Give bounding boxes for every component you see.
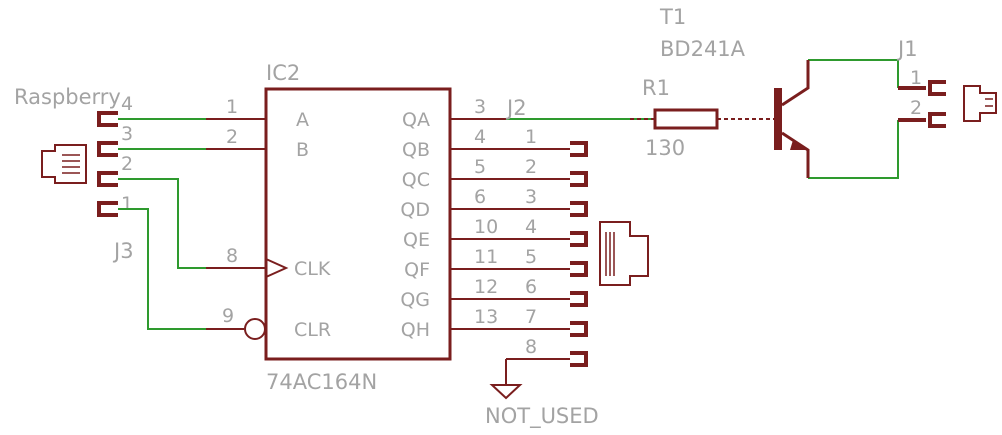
j3-pad-3	[97, 141, 118, 157]
clr-inversion-bubble	[244, 318, 266, 340]
resistor-r1: R1 130	[630, 76, 776, 160]
j1-pin-2: 2	[910, 97, 922, 119]
j2-pad-2	[570, 171, 588, 187]
ic2-pin-4: 4	[474, 126, 486, 148]
j3-pin-3: 3	[121, 123, 133, 145]
j2-pad-7	[570, 321, 588, 337]
j3-pad-2	[97, 171, 118, 187]
j2-pad-8	[570, 351, 588, 367]
connector-j1: J1 1 2	[896, 37, 997, 128]
j1-pin-1: 1	[910, 67, 922, 89]
ic2-label-qf: QF	[404, 259, 430, 281]
j2-pad-6	[570, 291, 588, 307]
ic2-label-qg: QG	[400, 289, 430, 311]
rj-jack-icon	[599, 221, 649, 286]
ground-label: NOT_USED	[485, 404, 599, 429]
ic2-label-b: B	[296, 139, 309, 161]
net-collector-j1	[808, 59, 899, 88]
ic2-pin-12: 12	[474, 276, 498, 298]
j3-name: J3	[112, 239, 134, 263]
j3-pad-1	[97, 201, 118, 217]
j3-caption: Raspberry	[14, 85, 121, 109]
ic2-pin-5: 5	[474, 156, 486, 178]
ic2-name: IC2	[266, 61, 300, 85]
j3-pin-1: 1	[121, 193, 133, 215]
transistor-base-bar	[774, 88, 782, 150]
j3-pin-4: 4	[121, 93, 133, 115]
ic2-label-qc: QC	[402, 169, 430, 191]
j2-pad-5	[570, 261, 588, 277]
j2-pad-3	[570, 201, 588, 217]
net-clk	[118, 178, 266, 269]
j1-leads	[898, 86, 926, 122]
connector-j3: Raspberry J3 4 3 2 1	[14, 85, 134, 263]
rj-jack-icon	[963, 85, 997, 122]
ic2-shift-register: IC2 74AC164N 1 2 8 9 A B CLK CLR QA QB Q…	[206, 61, 570, 394]
rj-jack-icon	[41, 144, 87, 184]
ic2-label-qh: QH	[401, 319, 430, 341]
j1-name: J1	[896, 37, 918, 61]
j1-pad-2	[928, 112, 946, 128]
r1-value: 130	[645, 136, 685, 160]
ic2-pin-6: 6	[474, 186, 486, 208]
ic2-value: 74AC164N	[266, 370, 377, 394]
j2-pin-5: 5	[525, 246, 537, 268]
ic2-label-qa: QA	[402, 109, 430, 131]
ic2-label-qd: QD	[400, 199, 430, 221]
resistor-icon	[653, 108, 719, 130]
j3-pin-2: 2	[121, 153, 133, 175]
j2-pin-7: 7	[525, 306, 537, 328]
transistor-t1: T1 BD241A	[659, 5, 810, 178]
ic2-left-stubs	[206, 118, 266, 269]
j3-pad-4	[97, 111, 118, 127]
ic2-label-a: A	[296, 109, 309, 131]
t1-name: T1	[659, 5, 686, 29]
clock-triangle-icon	[265, 258, 289, 278]
ic2-pin-9: 9	[222, 305, 234, 327]
j2-pin-2: 2	[525, 156, 537, 178]
ic2-q-outputs	[450, 148, 570, 330]
transistor-emitter	[781, 131, 810, 178]
ground-icon	[489, 384, 523, 400]
j2-pin-1: 1	[525, 126, 537, 148]
net-clr	[118, 208, 244, 330]
t1-value: BD241A	[660, 37, 746, 61]
j2-pad-4	[570, 231, 588, 247]
r1-name: R1	[642, 76, 670, 100]
transistor-collector	[781, 60, 810, 107]
ic2-label-clr: CLR	[294, 319, 331, 341]
j2-pad-1	[570, 141, 588, 157]
ic2-label-clk: CLK	[294, 258, 331, 280]
ic2-body	[264, 87, 452, 361]
ic2-label-qe: QE	[403, 229, 430, 251]
net-emitter-j1	[808, 120, 899, 179]
ground-not-used: NOT_USED	[485, 359, 599, 429]
j2-name: J2	[505, 96, 527, 120]
ic2-pin-11: 11	[474, 246, 498, 268]
emitter-arrow-icon	[790, 140, 808, 150]
ic2-pin-2: 2	[226, 126, 238, 148]
ic2-label-qb: QB	[402, 139, 430, 161]
j2-pin-8: 8	[525, 336, 537, 358]
j2-pin-3: 3	[525, 186, 537, 208]
j2-pin-6: 6	[525, 276, 537, 298]
ic2-pin-10: 10	[474, 216, 498, 238]
ic2-pin-8: 8	[226, 245, 238, 267]
j1-pad-1	[928, 80, 946, 96]
ic2-pin-3: 3	[474, 96, 486, 118]
ic2-pin-1: 1	[226, 96, 238, 118]
connector-j2: J2 1 2 3 4 5 6 7 8	[505, 96, 649, 367]
j2-pin-4: 4	[525, 216, 537, 238]
ic2-pin-13: 13	[474, 306, 498, 328]
